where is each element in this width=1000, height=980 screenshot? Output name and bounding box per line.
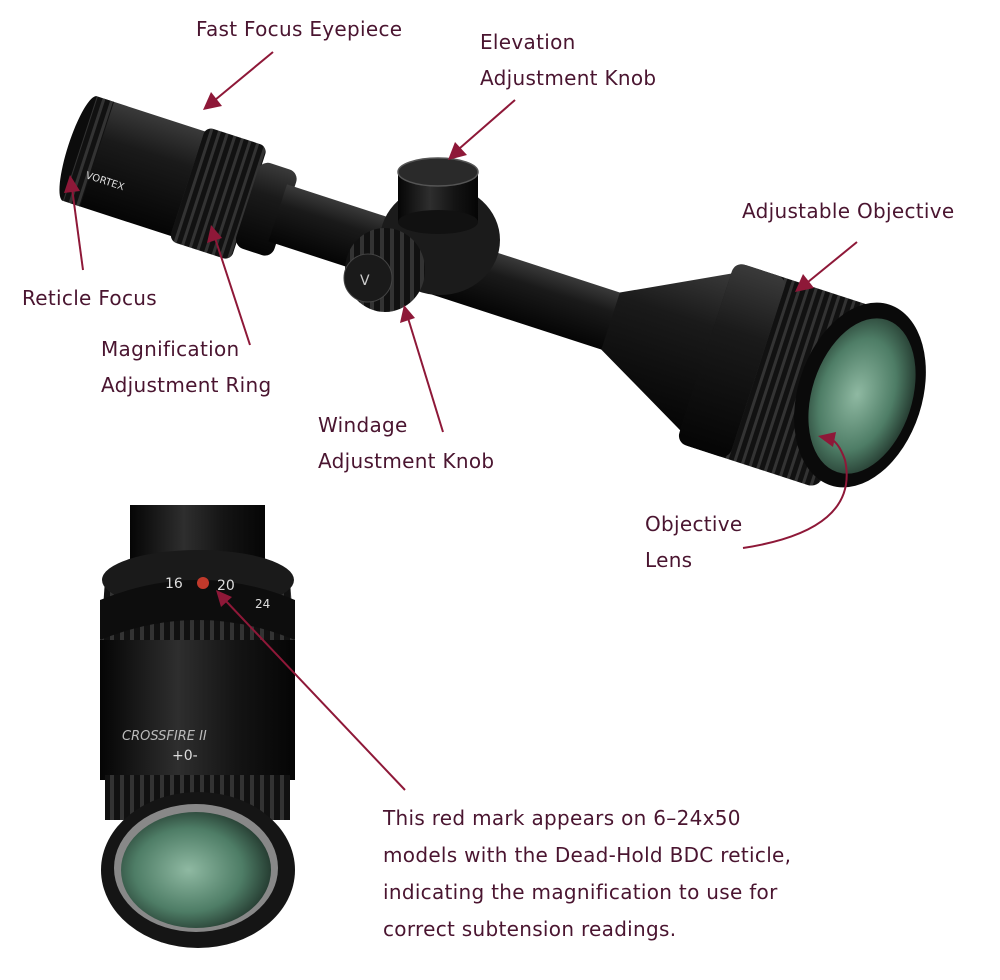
label-elevation-knob: Elevation Adjustment Knob (480, 24, 656, 96)
label-adjustable-objective: Adjustable Objective (742, 199, 955, 223)
label-windage-knob: Windage Adjustment Knob (318, 407, 494, 479)
label-line: Adjustment Knob (480, 66, 657, 90)
label-line: Adjustment Knob (318, 449, 495, 473)
note-line: models with the Dead-Hold BDC reticle, (383, 843, 792, 867)
objective-bell (601, 272, 737, 435)
note-line: This red mark appears on 6–24x50 (383, 806, 741, 830)
label-line: Elevation (480, 30, 576, 54)
note-line: indicating the magnification to use for (383, 880, 778, 904)
label-reticle-focus: Reticle Focus (22, 286, 157, 310)
note-line: correct subtension readings. (383, 917, 677, 941)
label-line: Adjustment Ring (101, 373, 272, 397)
windage-knob: V (343, 228, 425, 312)
label-line: Windage (318, 413, 408, 437)
callout-arrows (64, 51, 858, 791)
red-mark-note: This red mark appears on 6–24x50 models … (383, 800, 791, 948)
red-magnification-mark (197, 577, 209, 589)
elevation-knob (397, 157, 479, 234)
main-scope (59, 96, 875, 486)
label-objective-lens: Objective Lens (645, 506, 743, 578)
vortex-logo: V (360, 273, 370, 289)
label-line: Objective (645, 512, 743, 536)
magnification-ring (170, 128, 266, 259)
label-line: Magnification (101, 337, 240, 361)
label-fast-focus-eyepiece: Fast Focus Eyepiece (196, 17, 403, 41)
inset-scope: 16 20 24 CROSSFIRE II +0- (100, 505, 295, 948)
diopter-mark: +0- (172, 748, 198, 764)
mag-20: 20 (217, 578, 235, 594)
label-line: Lens (645, 548, 693, 572)
label-magnification-ring: Magnification Adjustment Ring (101, 331, 272, 403)
mag-16: 16 (165, 576, 183, 592)
crossfire-logo: CROSSFIRE II (122, 729, 207, 744)
mag-24: 24 (255, 597, 270, 611)
